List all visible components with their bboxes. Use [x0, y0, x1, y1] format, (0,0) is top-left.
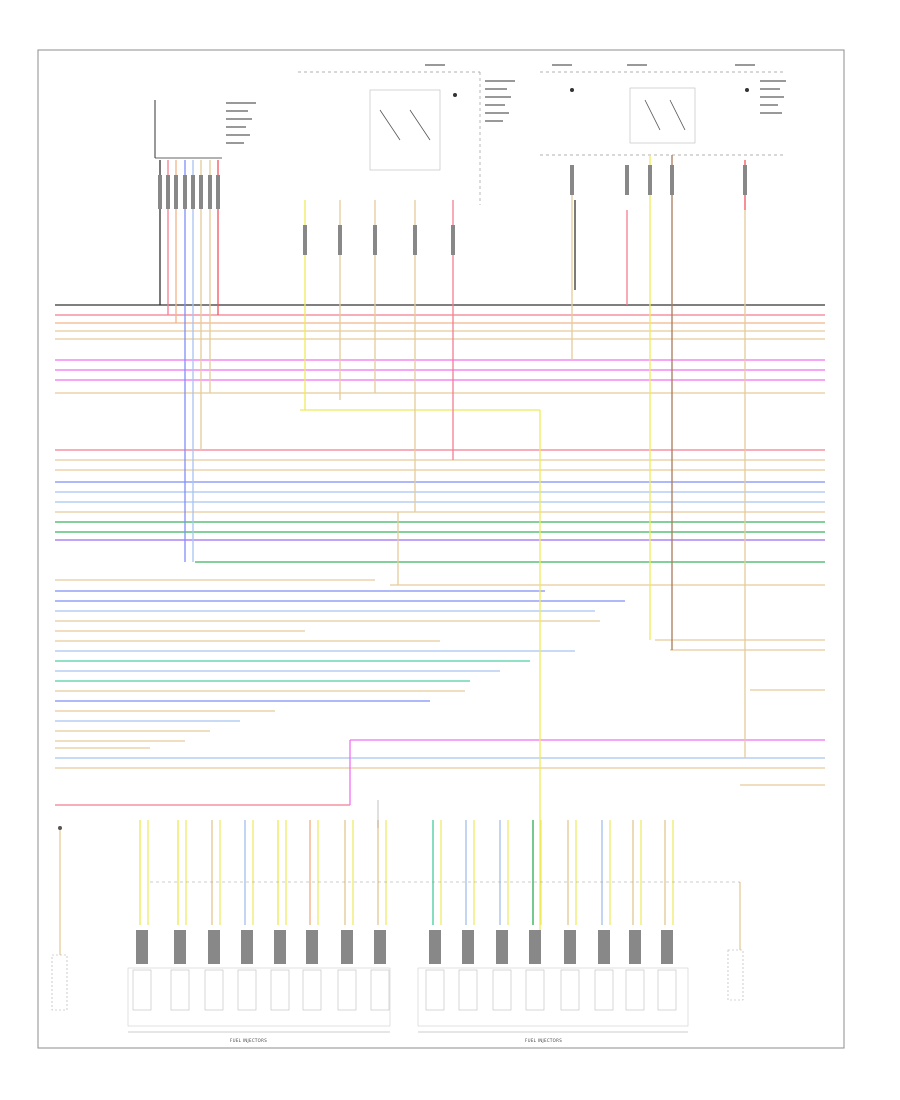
wire-connector [373, 225, 377, 255]
wire-connector [183, 175, 187, 209]
right-sensor-box [727, 949, 744, 1001]
wire-connector [743, 165, 747, 195]
fuel-injector [525, 969, 545, 1011]
wire-connector [570, 165, 574, 195]
injector-connector [374, 930, 386, 964]
fuel-injector [370, 969, 390, 1011]
fuel-injector [132, 969, 152, 1011]
fuel-injector [302, 969, 322, 1011]
right-injector-group-box [417, 967, 689, 1027]
wire-connector [216, 175, 220, 209]
wire-connector [208, 175, 212, 209]
injector-connector [208, 930, 220, 964]
fuel-injector [337, 969, 357, 1011]
injector-connector [136, 930, 148, 964]
pcm-connector-block [154, 100, 256, 159]
injector-connector [564, 930, 576, 964]
wire-connector [338, 225, 342, 255]
wire-connector [174, 175, 178, 209]
injector-connector [241, 930, 253, 964]
left-sensor-box [51, 954, 68, 1011]
injector-connector [462, 930, 474, 964]
wire-connector [166, 175, 170, 209]
wire-connector [451, 225, 455, 255]
wire-connector [199, 175, 203, 209]
wire-connector [413, 225, 417, 255]
fuel-injector [204, 969, 224, 1011]
left-injector-group-box [127, 967, 391, 1027]
fuel-injector [425, 969, 445, 1011]
wire-layer [55, 155, 825, 955]
injector-connector [661, 930, 673, 964]
injector-connector [274, 930, 286, 964]
wire-connector [158, 175, 162, 209]
injector-connector [429, 930, 441, 964]
injector-connector [629, 930, 641, 964]
injector-connector [341, 930, 353, 964]
relay-box-left [298, 64, 515, 205]
diagram-frame [37, 49, 845, 1049]
wire-connector [191, 175, 195, 209]
wire-connector [625, 165, 629, 195]
fuel-injector [560, 969, 580, 1011]
injector-layer [127, 930, 689, 1027]
wire-connector [648, 165, 652, 195]
fuel-injector [237, 969, 257, 1011]
fuel-injector [657, 969, 677, 1011]
injector-connector [306, 930, 318, 964]
fuel-injector [270, 969, 290, 1011]
wire-connector [670, 165, 674, 195]
injector-captions: FUEL INJECTORS FUEL INJECTORS [128, 1031, 688, 1043]
frame-border [37, 49, 845, 1049]
top-components [154, 64, 786, 205]
side-components [51, 800, 744, 1011]
injector-connector [496, 930, 508, 964]
fuel-injector [458, 969, 478, 1011]
fuel-injector [492, 969, 512, 1011]
right-injector-caption: FUEL INJECTORS [525, 1038, 562, 1043]
wire-connector [303, 225, 307, 255]
fuel-injector [625, 969, 645, 1011]
relay-box-right [540, 64, 786, 156]
injector-connector [174, 930, 186, 964]
injector-connector [598, 930, 610, 964]
injector-connector [529, 930, 541, 964]
fuel-injector [170, 969, 190, 1011]
left-injector-caption: FUEL INJECTORS [230, 1038, 267, 1043]
pcm-connector-labels [226, 102, 256, 144]
fuel-injector [594, 969, 614, 1011]
